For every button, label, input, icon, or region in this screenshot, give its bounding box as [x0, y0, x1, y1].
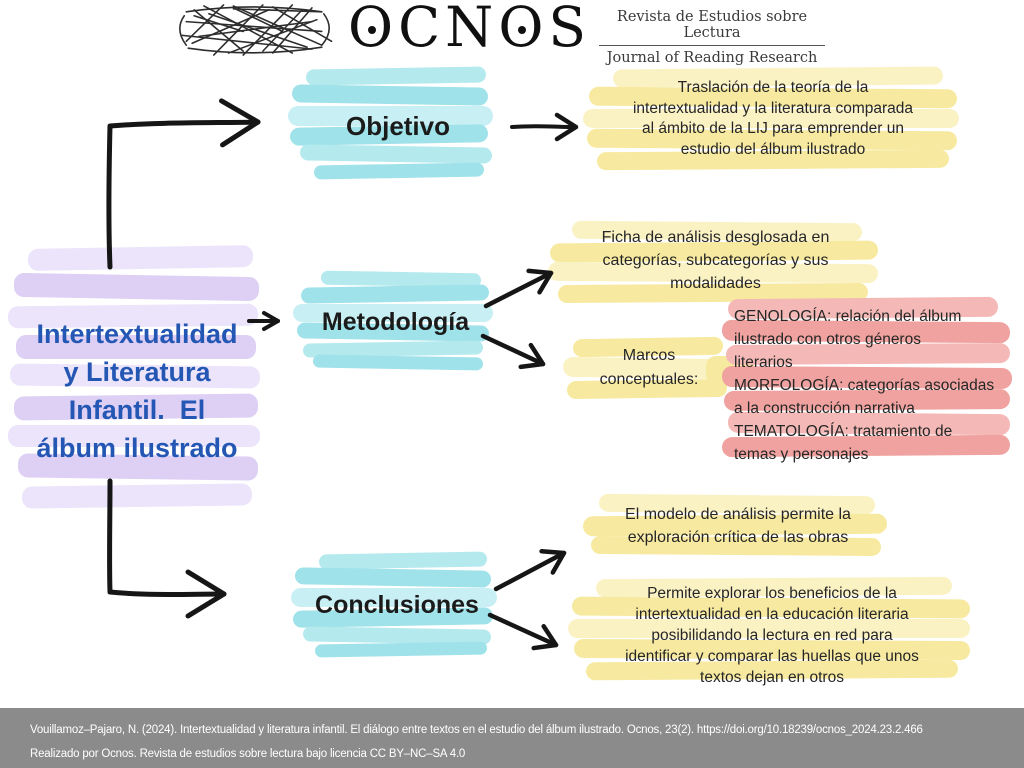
- objetivo-detail-highlight: Traslación de la teoría de la intertextu…: [583, 66, 963, 174]
- footer-license: Realizado por Ocnos. Revista de estudios…: [30, 748, 466, 760]
- metodologia-highlight: Metodología: [293, 270, 498, 372]
- journal-header: O CN O S Revista de Estudios sobre Lectu…: [0, 0, 1024, 66]
- footer-citation: Vouillamoz–Pajaro, N. (2024). Intertextu…: [30, 724, 923, 736]
- root-title-highlight: Intertextualidad y Literatura Infantil. …: [7, 243, 266, 523]
- marker-stroke: [13, 272, 260, 302]
- marker-stroke: [293, 304, 493, 322]
- marker-stroke: [8, 425, 260, 447]
- arrow-conclusiones-to-modelo: [493, 549, 567, 592]
- metodologia-label: Metodología: [321, 307, 470, 336]
- modelo-highlight: El modelo de análisis permite la explora…: [582, 493, 893, 561]
- journal-name-spanish: Revista de Estudios sobre Lectura: [599, 9, 825, 46]
- arrow-objetivo-to-detail: [510, 112, 579, 142]
- objetivo-highlight: Objetivo: [288, 66, 508, 186]
- marker-stroke: [21, 483, 253, 509]
- ocnos-wordmark: O CN O S: [348, 0, 591, 60]
- marcos-label: Marcos conceptuales:: [599, 347, 699, 388]
- conclusiones-label: Conclusiones: [315, 590, 479, 619]
- marker-stroke: [288, 106, 493, 126]
- beneficios-text: Permite explorar los beneficios de la in…: [625, 585, 919, 686]
- marcos-highlight: Marcos conceptuales:: [562, 336, 735, 404]
- footer-bar: Vouillamoz–Pajaro, N. (2024). Intertextu…: [0, 708, 1024, 768]
- objetivo-detail-text: Traslación de la teoría de la intertextu…: [632, 79, 913, 158]
- journal-names: Revista de Estudios sobre Lectura Journa…: [599, 9, 825, 66]
- ocnos-letter-o1: O: [348, 0, 398, 59]
- marker-stroke: [291, 588, 497, 607]
- ficha-highlight: Ficha de análisis desglosada en categorí…: [547, 220, 883, 308]
- beneficios-highlight: Permite explorar los beneficios de la in…: [568, 576, 976, 694]
- objetivo-label: Objetivo: [345, 110, 450, 141]
- marker-stroke: [583, 109, 959, 128]
- ficha-text: Ficha de análisis desglosada en categorí…: [601, 229, 830, 292]
- marcos-detail-text: GENOLOGÍA: relación del álbum ilustrado …: [734, 308, 995, 463]
- ocnos-letter-s: S: [548, 0, 592, 59]
- marker-stroke: [568, 619, 970, 638]
- journal-name-english: Journal of Reading Research: [606, 50, 818, 66]
- marker-stroke: [27, 245, 254, 271]
- conclusiones-highlight: Conclusiones: [291, 551, 503, 659]
- marcos-detail-highlight: GENOLOGÍA: relación del álbum ilustrado …: [706, 296, 1014, 470]
- root-title: Intertextualidad y Literatura Infantil. …: [36, 319, 238, 463]
- ocnos-letter-o2: O: [498, 0, 548, 59]
- ocnos-scribble-logo-icon: [179, 4, 333, 56]
- modelo-text: El modelo de análisis permite la explora…: [625, 506, 851, 546]
- ocnos-letters-cn: CN: [398, 0, 499, 59]
- marker-stroke: [16, 335, 256, 359]
